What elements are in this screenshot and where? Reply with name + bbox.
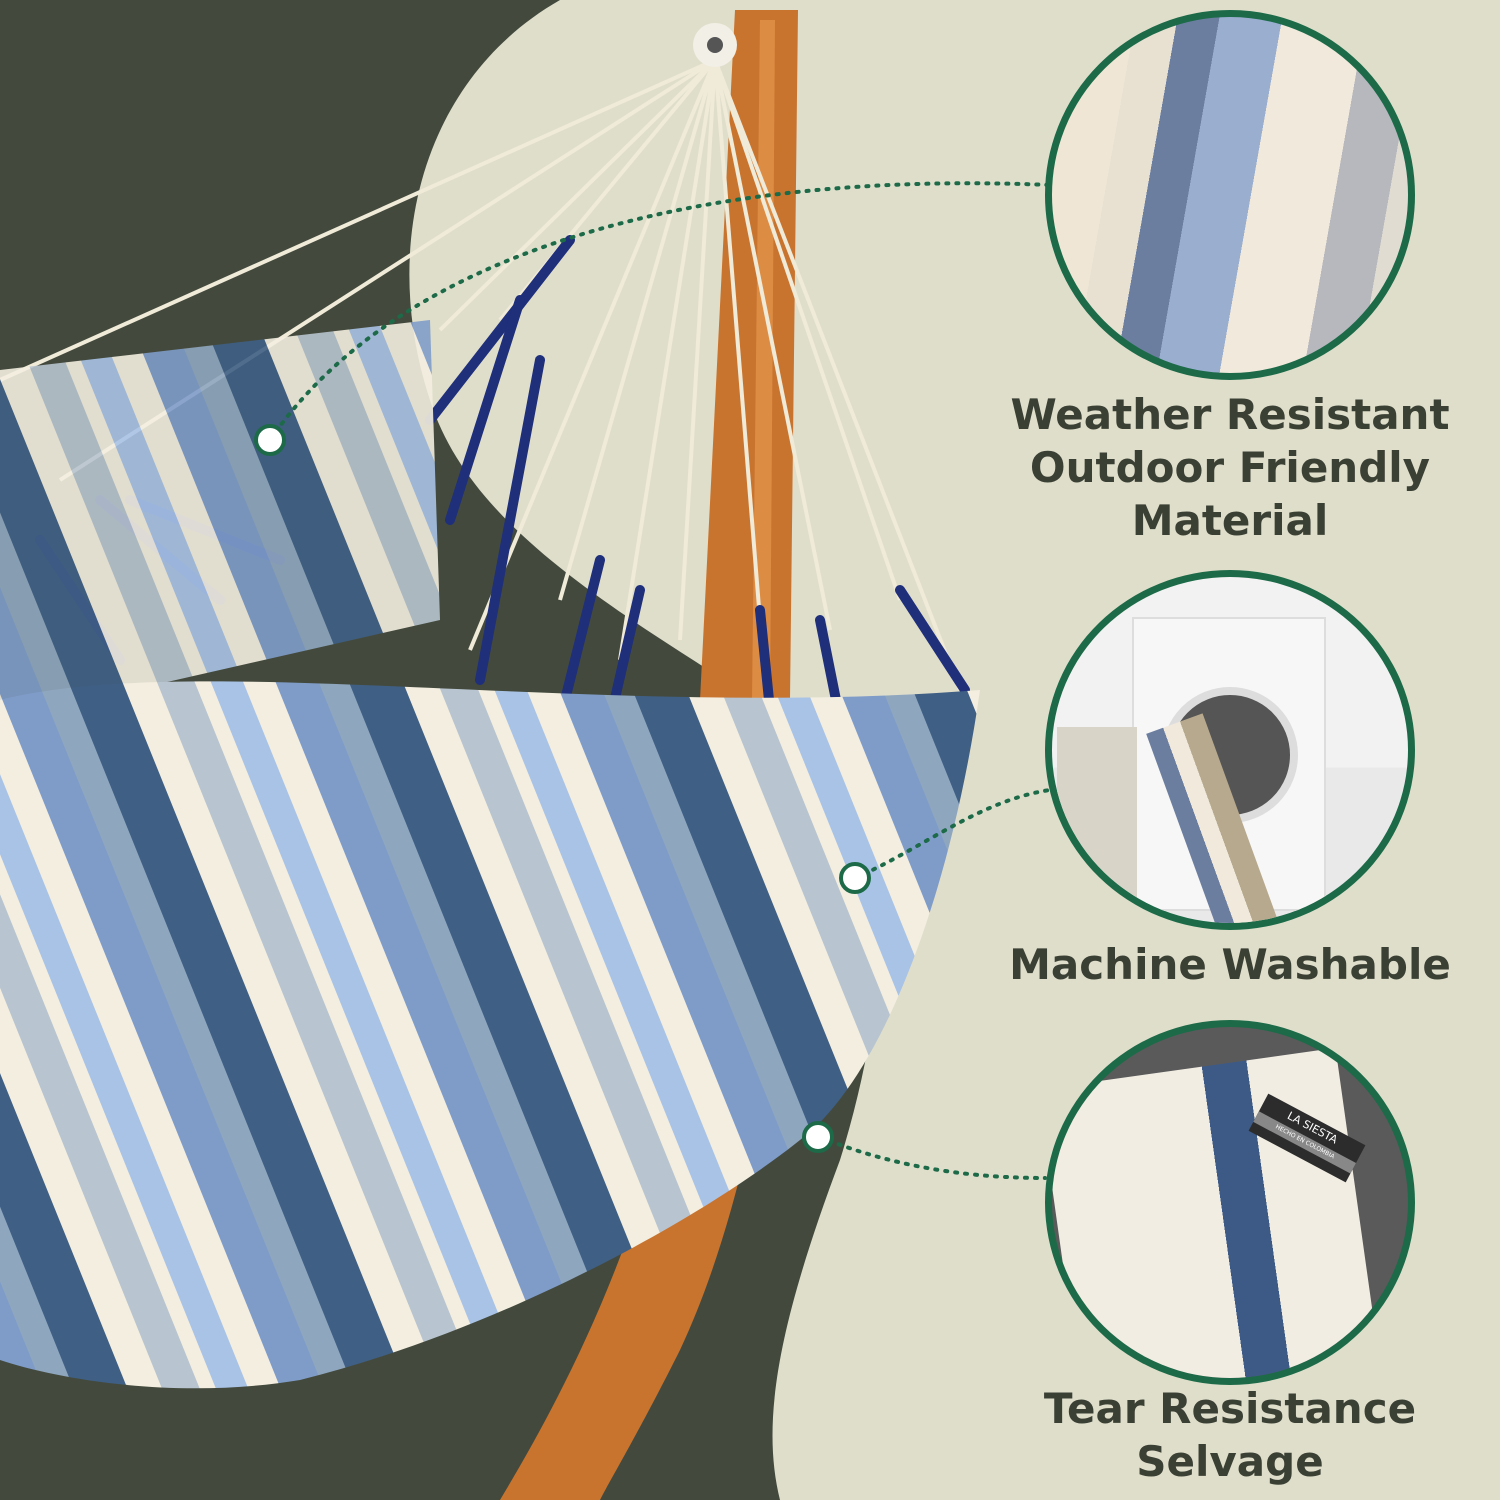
hammock-fabric [0,681,980,1389]
laundry-basket [1057,727,1137,907]
detail-circle-fabric [1045,10,1415,380]
caption-line: Material [1131,496,1329,545]
detail-circle-washing-machine [1045,570,1415,930]
caption-line: Selvage [1136,1437,1324,1486]
caption-line: Machine Washable [1009,940,1451,989]
feature-caption-selvage: Tear Resistance Selvage [1000,1382,1460,1488]
feature-caption-washable: Machine Washable [1000,938,1460,991]
fabric-edge [1052,1047,1386,1378]
hotspot-selvage [802,1121,834,1153]
hotspot-washable [839,862,871,894]
detail-circle-selvage: LA SIESTA HECHO EN COLOMBIA [1045,1020,1415,1385]
caption-line: Weather Resistant [1010,390,1450,439]
feature-caption-weather: Weather Resistant Outdoor Friendly Mater… [1000,388,1460,547]
callout-lines [268,181,1052,1180]
caption-line: Outdoor Friendly [1029,443,1431,492]
caption-line: Tear Resistance [1043,1384,1417,1433]
hotspot-weather [254,424,286,456]
